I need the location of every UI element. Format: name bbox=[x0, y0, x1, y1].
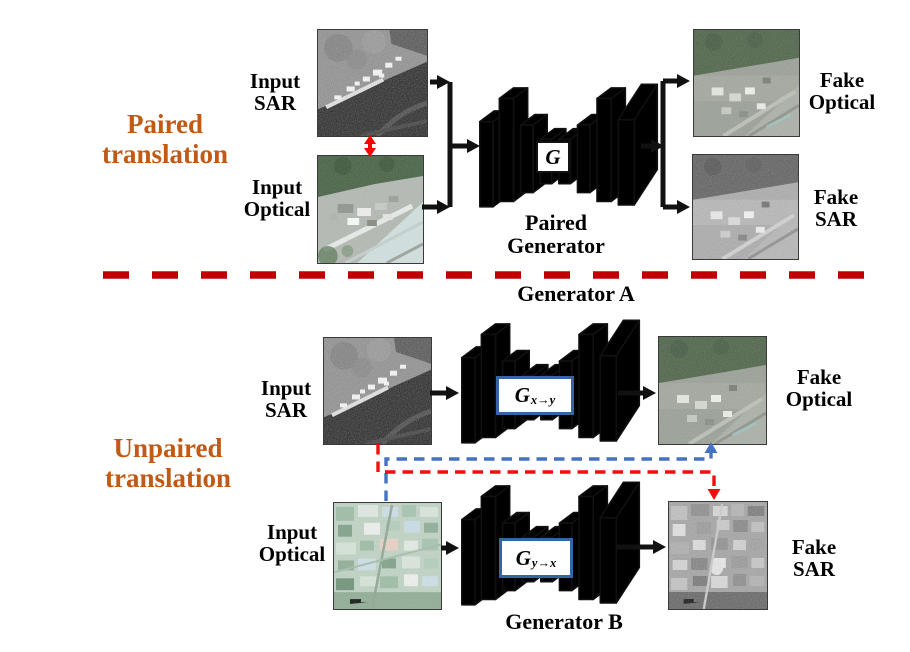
input-sar-image-top bbox=[317, 29, 428, 137]
generator-b-label-sub: y→x bbox=[531, 555, 557, 570]
generator-a-label-sub: x→y bbox=[530, 393, 556, 407]
fake-optical-image-bottom bbox=[658, 336, 767, 445]
paired-generator-label: G bbox=[545, 144, 561, 169]
paired-heading-line2: translation bbox=[101, 138, 228, 169]
input-sar-label-top: Input SAR bbox=[249, 69, 301, 116]
generator-b-caption: Generator B bbox=[505, 609, 623, 634]
unpaired-section-heading: Unpaired translation bbox=[104, 433, 231, 493]
fake-optical-image-top bbox=[693, 29, 800, 137]
paired-section-heading: Paired translation bbox=[65, 109, 265, 169]
fake-sar-image-top bbox=[692, 154, 799, 260]
input-sar-image-bottom bbox=[323, 337, 432, 445]
fake-optical-label-bottom: Fake Optical bbox=[785, 365, 853, 412]
generator-a-caption: Generator A bbox=[517, 281, 635, 306]
input-optical-label-bottom: Input Optical bbox=[258, 520, 326, 567]
generator-a-label-base: G bbox=[514, 383, 530, 407]
input-optical-image-bottom bbox=[333, 502, 442, 610]
input-optical-image-top bbox=[317, 155, 424, 264]
fake-optical-label-top: Fake Optical bbox=[808, 68, 876, 115]
paired-generator-caption: Paired Generator bbox=[507, 210, 605, 259]
paired-correspondence-double-arrow bbox=[364, 135, 376, 157]
generator-b-label-base: G bbox=[515, 545, 531, 570]
fake-sar-image-bottom bbox=[668, 501, 768, 610]
fake-sar-label-bottom: Fake SAR bbox=[791, 535, 837, 582]
paired-generator-label-box: G bbox=[536, 141, 570, 173]
fake-sar-label-top: Fake SAR bbox=[813, 185, 859, 232]
input-optical-label-top: Input Optical bbox=[243, 175, 311, 222]
input-sar-label-bottom: Input SAR bbox=[260, 376, 312, 423]
paired-heading-line1: Paired bbox=[127, 109, 203, 139]
